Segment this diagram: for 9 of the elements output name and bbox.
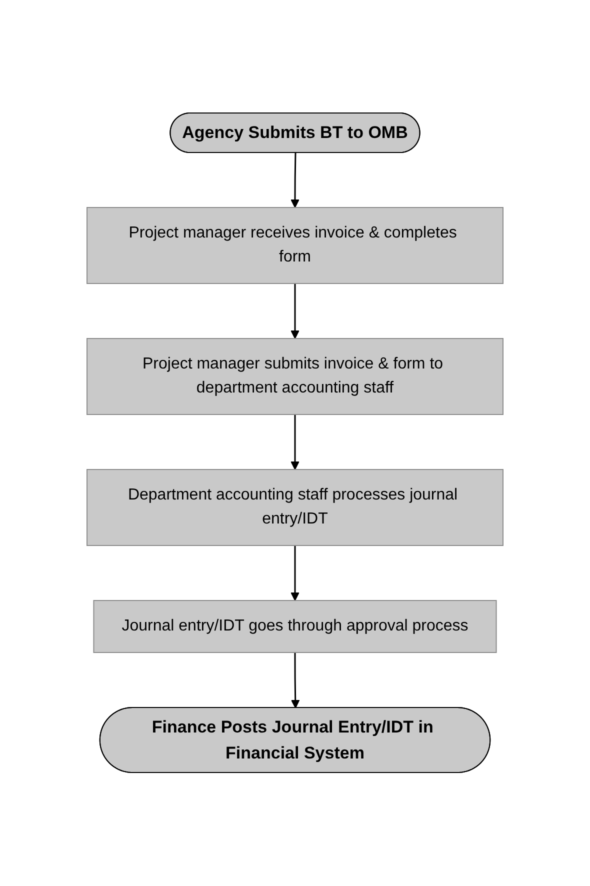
node-box: Department accounting staff processes journal entry/IDT [86,469,504,546]
arrow [290,546,300,602]
node-box: Project manager receives invoice & completes form [86,207,504,284]
arrow [290,153,300,208]
node-box: Journal entry/IDT goes through approval process [93,600,497,654]
arrow [290,414,300,470]
arrow [290,652,300,709]
arrow [290,284,300,340]
node-box: Project manager submits invoice & form to department accounting staff [86,338,504,416]
